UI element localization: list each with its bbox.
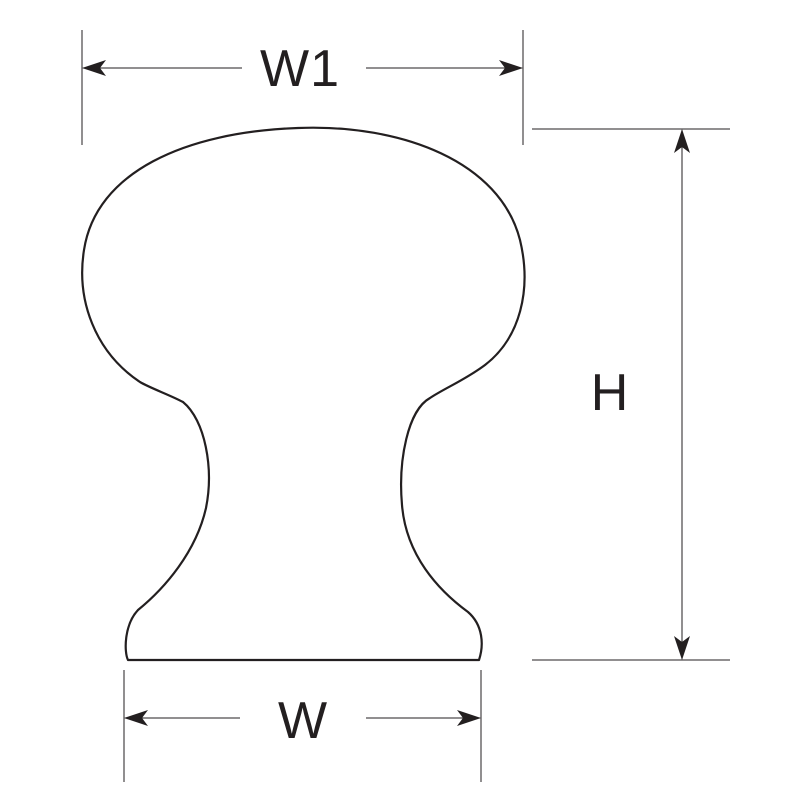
w1-label: W1 — [260, 40, 340, 98]
base-width-dimension: W — [123, 670, 482, 782]
top-width-dimension: W1 — [81, 30, 524, 145]
knob-outline — [81, 126, 526, 662]
h-label: H — [591, 364, 630, 422]
height-dimension: H — [532, 128, 730, 661]
w-label: W — [278, 692, 328, 750]
